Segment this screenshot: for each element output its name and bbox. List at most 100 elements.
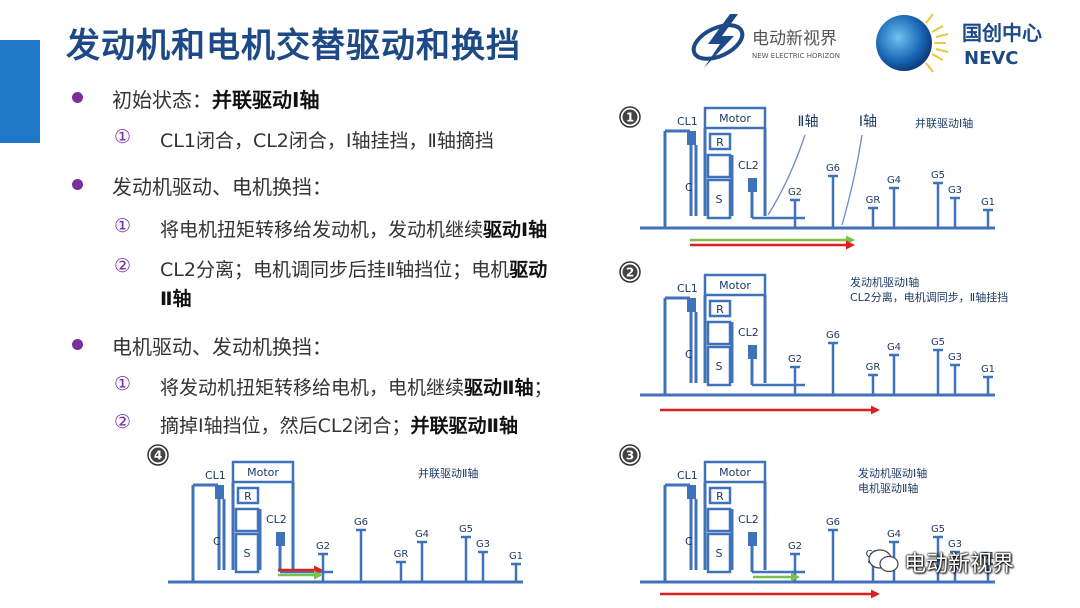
- motor-box: [703, 106, 767, 130]
- wechat-icon: [868, 549, 899, 573]
- item-number: ①: [114, 373, 132, 395]
- badge-fill: [622, 264, 638, 280]
- section2-item2-bold: 驱动: [509, 259, 548, 281]
- gear-g4-label: G4: [887, 342, 901, 353]
- cl2-label: CL2: [738, 326, 759, 339]
- motor-box: [703, 273, 767, 297]
- panel-caption-2: 电机驱动Ⅱ轴: [858, 481, 918, 495]
- bullet-dot: [72, 92, 83, 103]
- motor-label: Motor: [247, 466, 279, 479]
- panel-3: CL1MotorRSCCL2G2G6GRG4G5G3G1发动机驱动Ⅰ轴电机驱动Ⅱ…: [640, 460, 995, 599]
- motor-label: Motor: [719, 466, 751, 479]
- section3-item1: 将发动机扭矩转移给电机，电机继续驱动Ⅱ轴；: [160, 373, 553, 400]
- badge-number: 3: [626, 449, 634, 463]
- bullet-dot: [72, 179, 83, 190]
- cl1-label: CL1: [677, 282, 698, 295]
- gear-g2-label: G2: [788, 541, 802, 552]
- item-number: ①: [114, 126, 132, 148]
- c-label: C: [685, 181, 693, 194]
- gear-g6-label: G6: [354, 517, 368, 528]
- stator-label: S: [244, 547, 251, 560]
- section3-item2-text: 摘掉Ⅰ轴挡位，然后CL2闭合；: [160, 415, 411, 437]
- brand2-sub: NEVC: [964, 48, 1019, 69]
- section3-heading: 电机驱动、发动机换挡：: [112, 335, 332, 359]
- rotor-label: R: [716, 490, 724, 503]
- arrow-head: [314, 570, 323, 580]
- cl2-label: CL2: [738, 513, 759, 526]
- motor-label: Motor: [719, 279, 751, 292]
- sunburst-icon: [925, 13, 949, 73]
- cl1-clutch: [687, 131, 696, 145]
- flow-arrow: [753, 572, 800, 582]
- cl2-clutch: [748, 532, 757, 546]
- brand1-sub: NEW ELECTRIC HORIZON: [752, 52, 840, 60]
- rotor-box: [708, 486, 732, 505]
- badge-number: 1: [626, 111, 634, 125]
- cl1-clutch: [687, 298, 696, 312]
- rotor-box: [708, 299, 732, 318]
- brand2-name: 国创中心: [962, 21, 1042, 45]
- watermark: 电动新视界: [904, 552, 1015, 577]
- gear-g4-label: G4: [887, 529, 901, 540]
- gear-g1-label: G1: [981, 364, 995, 375]
- arrow-head: [846, 240, 855, 250]
- c-label: C: [685, 535, 693, 548]
- gear-gr-label: GR: [866, 195, 881, 206]
- flow-arrow: [660, 405, 880, 415]
- lightning-icon: [704, 14, 738, 68]
- rotor-label: R: [716, 303, 724, 316]
- section3-item1-text: 将发动机扭矩转移给电机，电机继续: [160, 377, 465, 399]
- page-title: 发动机和电机交替驱动和换挡: [66, 26, 521, 66]
- gear-g5-label: G5: [459, 524, 473, 535]
- flow-arrow: [660, 589, 880, 599]
- gear-g3-label: G3: [476, 539, 490, 550]
- cl1-clutch: [215, 485, 224, 499]
- stator-box: [706, 178, 732, 220]
- section2-item1-text: 将电机扭矩转移给发动机，发动机继续: [160, 219, 484, 241]
- cl2-label: CL2: [266, 513, 287, 526]
- section3-item1-bold: 驱动Ⅱ轴: [464, 377, 534, 399]
- section3-item2-bold: 并联驱动Ⅱ轴: [410, 415, 519, 437]
- arrow-head: [871, 405, 880, 415]
- section1-plain: 初始状态：: [112, 88, 212, 112]
- cl1-clutch: [687, 485, 696, 499]
- section3-item1-tail: ；: [533, 377, 553, 399]
- gear-g2-label: G2: [788, 354, 802, 365]
- c-label: C: [213, 535, 221, 548]
- accent-bar: [0, 40, 40, 143]
- panel-caption: 并联驱动Ⅱ轴: [418, 466, 478, 480]
- stator-label: S: [716, 193, 723, 206]
- gear-g3-label: G3: [948, 352, 962, 363]
- panel-caption: 发动机驱动Ⅰ轴: [850, 275, 919, 289]
- gear-g6-label: G6: [826, 330, 840, 341]
- gear-g1-label: G1: [981, 551, 995, 562]
- flow-arrow: [278, 570, 323, 580]
- badge-3: 3: [619, 444, 641, 466]
- shaft1-label: Ⅰ轴: [859, 114, 877, 130]
- shaft2-label: Ⅱ轴: [798, 114, 819, 130]
- cl1-label: CL1: [677, 115, 698, 128]
- gear-g2-label: G2: [316, 541, 330, 552]
- brand-logo-nevc: 国创中心 NEVC: [876, 13, 1042, 73]
- gear-gr-label: GR: [394, 549, 409, 560]
- flow-arrow: [690, 235, 855, 245]
- sun-gear-upper: [234, 507, 260, 533]
- gear-g5-label: G5: [931, 337, 945, 348]
- brand1-name: 电动新视界: [752, 29, 837, 49]
- gear-g5-label: G5: [931, 524, 945, 535]
- globe-icon: [876, 15, 932, 71]
- gear-g4-label: G4: [415, 529, 429, 540]
- badge-1: 1: [619, 106, 641, 128]
- section2-heading: 发动机驱动、电机换挡：: [112, 175, 332, 199]
- section2-item2-text: CL2分离；电机调同步后挂Ⅱ轴挡位；电机: [160, 259, 510, 281]
- shaft1-pointer: [841, 134, 863, 226]
- cl2-clutch: [748, 345, 757, 359]
- item-number: ②: [114, 255, 132, 277]
- section3-item2: 摘掉Ⅰ轴挡位，然后CL2闭合；并联驱动Ⅱ轴: [160, 411, 518, 438]
- badge-fill: [622, 109, 638, 125]
- panel-caption: 并联驱动Ⅰ轴: [915, 116, 973, 130]
- rotor-box: [236, 486, 260, 505]
